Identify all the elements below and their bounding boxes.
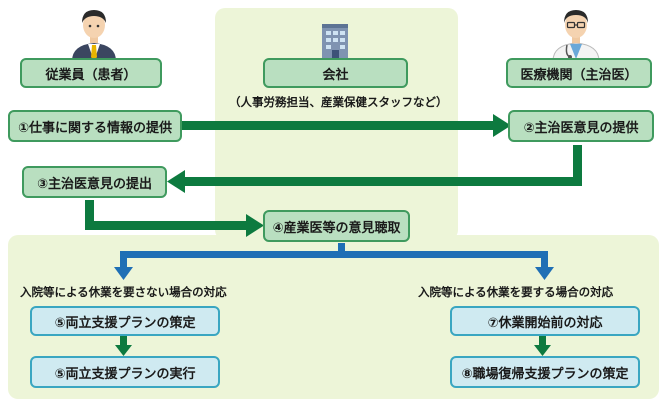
company-note: （人事労務担当、産業保健スタッフなど） xyxy=(229,95,448,109)
arrow-2-to-3-head xyxy=(167,170,185,193)
step-3-box: ③主治医意見の提出 xyxy=(22,166,167,198)
branch-bar xyxy=(120,251,548,258)
arrow-3-to-4-down xyxy=(85,200,94,230)
arrow-5a-to-5b xyxy=(120,335,127,347)
step-7-box: ⑦休業開始前の対応 xyxy=(450,306,640,336)
branch-left-label: 入院等による休業を要さない場合の対応 xyxy=(20,285,227,299)
employee-person-icon xyxy=(72,10,116,61)
branch-left-down xyxy=(120,251,127,269)
branch-left-head xyxy=(114,267,133,280)
step-5-execute-box: ⑤両立支援プランの実行 xyxy=(30,356,220,388)
step-1-box: ①仕事に関する情報の提供 xyxy=(8,110,182,142)
step-8-box: ⑧職場復帰支援プランの策定 xyxy=(450,356,640,388)
arrow-7-to-8 xyxy=(539,335,546,347)
arrow-7-to-8-head xyxy=(534,345,551,356)
office-building-icon xyxy=(322,24,348,58)
step-2-box: ②主治医意見の提供 xyxy=(508,110,654,142)
step-4-box: ④産業医等の意見聴取 xyxy=(263,210,410,242)
arrow-1-to-2 xyxy=(182,121,495,130)
employee-header: 従業員（患者） xyxy=(20,58,162,88)
branch-right-label: 入院等による休業を要する場合の対応 xyxy=(418,285,614,299)
medical-header: 医療機関（主治医） xyxy=(506,58,652,88)
arrow-2-to-3-left xyxy=(183,177,582,186)
doctor-icon xyxy=(552,10,600,61)
step-5-plan-box: ⑤両立支援プランの策定 xyxy=(30,306,220,336)
arrow-3-to-4-right xyxy=(85,221,248,230)
arrow-3-to-4-head xyxy=(246,214,264,237)
arrow-2-to-3-down xyxy=(573,145,582,185)
company-header: 会社 xyxy=(263,58,408,88)
branch-right-down xyxy=(541,251,548,269)
arrow-1-to-2-head xyxy=(493,114,511,137)
arrow-5a-to-5b-head xyxy=(115,345,132,356)
branch-stem xyxy=(338,243,345,256)
branch-right-head xyxy=(535,267,554,280)
